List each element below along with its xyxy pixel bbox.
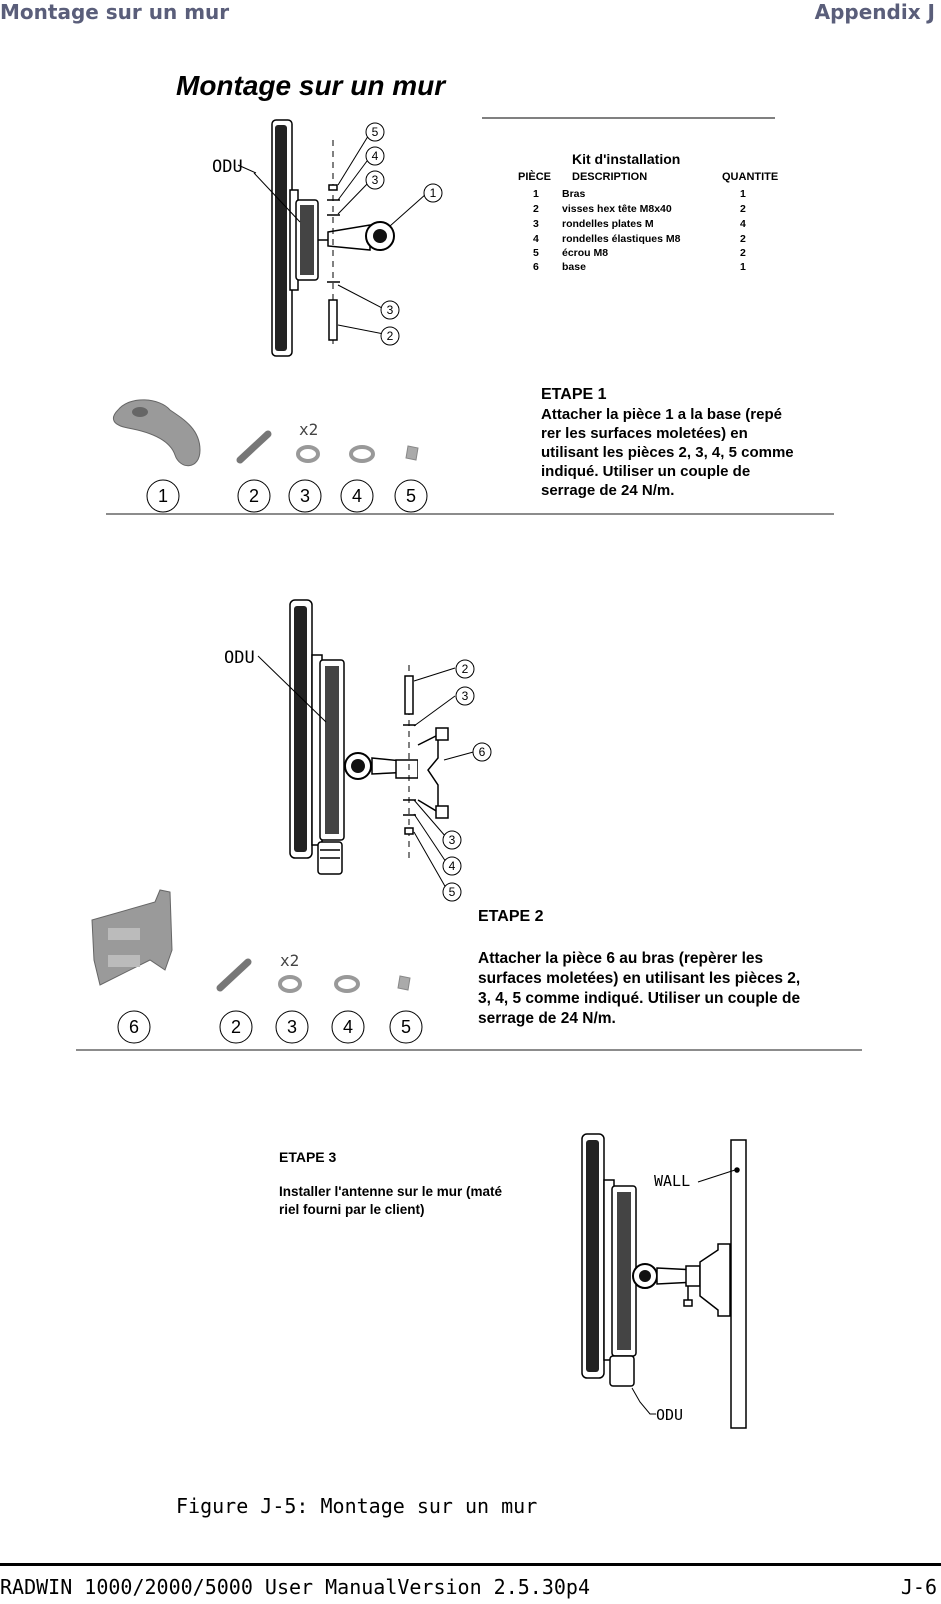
kit-row-piece: 3: [533, 218, 539, 230]
callout-number: 3: [462, 689, 469, 703]
wall-label: WALL: [654, 1172, 690, 1190]
part-number: 5: [401, 1017, 411, 1037]
kit-row-qty: 2: [740, 247, 746, 259]
kit-row-desc: rondelles élastiques M8: [562, 233, 681, 245]
step3-title: ETAPE 3: [279, 1149, 337, 1165]
kit-row-qty: 1: [740, 188, 746, 200]
step2-part-numbers: 6 2 3 4 5: [117, 1010, 423, 1044]
kit-row-desc: écrou M8: [562, 247, 608, 259]
diagram1-callouts: 5 4 3 1 3 2: [365, 122, 443, 346]
callout-number: 2: [462, 662, 469, 676]
kit-col-piece: PIÈCE: [518, 170, 551, 183]
kit-title: Kit d'installation: [572, 151, 680, 167]
kit-row-piece: 4: [533, 233, 539, 245]
part-number: 3: [287, 1017, 297, 1037]
footer-manual-version: RADWIN 1000/2000/5000 User ManualVersion…: [0, 1575, 591, 1599]
step1-line: utilisant les pièces 2, 3, 4, 5 comme: [541, 444, 794, 461]
kit-row-piece: 2: [533, 203, 539, 215]
part-number: 2: [231, 1017, 241, 1037]
step1-title: ETAPE 1: [541, 386, 607, 403]
kit-row-desc: Bras: [562, 188, 586, 200]
kit-row-qty: 2: [740, 233, 746, 245]
step2-line: Attacher la pièce 6 au bras (repèrer les: [478, 950, 763, 967]
part-number: 3: [300, 486, 310, 506]
header-appendix-label: Appendix J: [814, 0, 935, 24]
step2-line: 3, 4, 5 comme indiqué. Utiliser un coupl…: [478, 990, 801, 1007]
step1-line: serrage de 24 N/m.: [541, 482, 674, 499]
step1-line: indiqué. Utiliser un couple de: [541, 463, 750, 480]
step2-parts-illustration: [91, 889, 411, 993]
header-section-title: Montage sur un mur: [0, 0, 230, 24]
callout-number: 3: [387, 303, 394, 317]
kit-row-piece: 1: [533, 188, 539, 200]
x2-label: x2: [299, 420, 318, 439]
kit-row-desc: rondelles plates M: [562, 218, 654, 230]
callout-number: 4: [372, 149, 379, 163]
kit-row-desc: visses hex tête M8x40: [562, 203, 672, 215]
kit-table: Kit d'installation PIÈCE DESCRIPTION QUA…: [482, 117, 778, 273]
callout-number: 2: [387, 329, 394, 343]
diagram-step2-assembly: [257, 599, 478, 889]
part-number: 4: [352, 486, 362, 506]
odu-label: ODU: [212, 157, 243, 177]
callout-number: 5: [449, 885, 456, 899]
kit-row-qty: 2: [740, 203, 746, 215]
part-number: 1: [158, 486, 168, 506]
footer-rule: [0, 1563, 941, 1566]
kit-row-piece: 6: [533, 261, 539, 273]
step3-line: riel fourni par le client): [279, 1202, 425, 1217]
diagram-step3-wall-mount: [581, 1133, 747, 1429]
part-number: 2: [249, 486, 259, 506]
footer-page-number: J-6: [900, 1575, 937, 1599]
step1-line: Attacher la pièce 1 a la base (repé: [541, 406, 782, 423]
step1-part-numbers: 1 2 3 4 5: [146, 479, 428, 513]
diagram-step1-assembly: [237, 119, 427, 357]
callout-number: 5: [372, 125, 379, 139]
odu-label: ODU: [224, 648, 255, 668]
x2-label: x2: [280, 951, 299, 970]
part-number: 5: [406, 486, 416, 506]
callout-number: 1: [430, 186, 437, 200]
step2-line: surfaces moletées) en utilisant les pièc…: [478, 970, 800, 987]
kit-row-qty: 1: [740, 261, 746, 273]
kit-col-description: DESCRIPTION: [572, 171, 647, 183]
diagram2-callouts: 2 3 6 3 4 5: [442, 659, 492, 902]
part-number: 4: [343, 1017, 353, 1037]
callout-number: 6: [479, 745, 486, 759]
callout-number: 4: [449, 859, 456, 873]
odu-label: ODU: [656, 1406, 683, 1424]
step1-line: rer les surfaces moletées) en: [541, 425, 748, 442]
page-title: Montage sur un mur: [176, 70, 446, 101]
kit-row-piece: 5: [533, 247, 539, 259]
figure-caption: Figure J-5: Montage sur un mur: [176, 1494, 538, 1518]
step3-line: Installer l'antenne sur le mur (maté: [279, 1184, 503, 1199]
kit-row-desc: base: [562, 261, 586, 273]
part-number: 6: [129, 1017, 139, 1037]
callout-number: 3: [449, 833, 456, 847]
step1-parts-illustration: [112, 399, 419, 467]
kit-col-quantity: QUANTITE: [722, 171, 778, 183]
step2-title: ETAPE 2: [478, 908, 544, 925]
kit-row-qty: 4: [740, 218, 746, 230]
step2-line: serrage de 24 N/m.: [478, 1010, 616, 1027]
callout-number: 3: [372, 173, 379, 187]
